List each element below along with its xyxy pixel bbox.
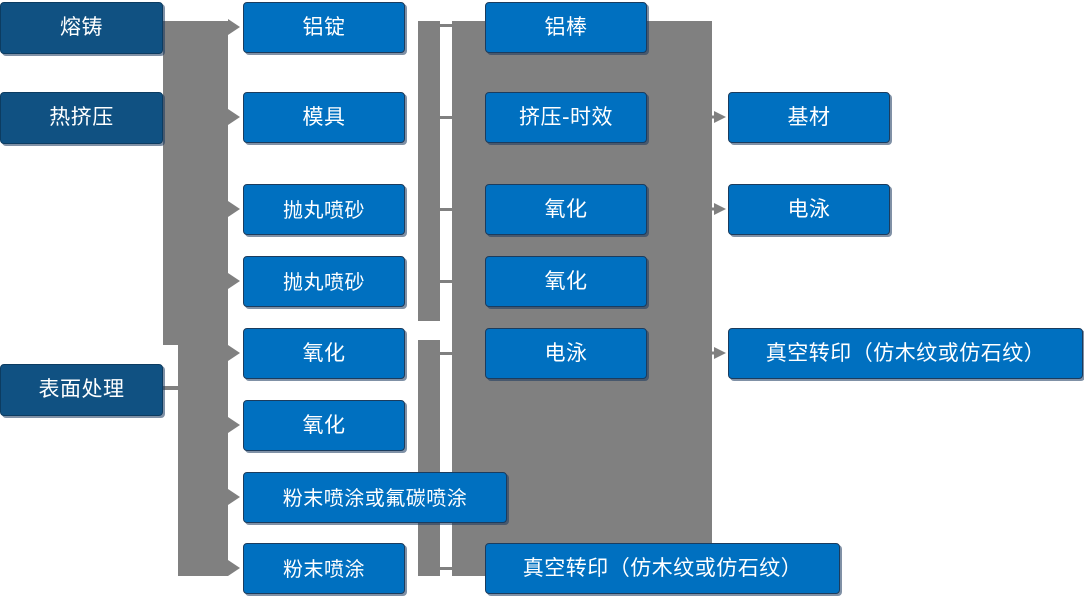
process-node-aluminum-bar[interactable]: 铝棒 — [485, 2, 647, 53]
output-arrow-group — [712, 111, 726, 359]
mid-tie-3 — [440, 208, 452, 211]
arrow-tip-p8 — [228, 560, 240, 576]
output-node-electrophoresis[interactable]: 电泳 — [728, 184, 890, 235]
mid-tie-1 — [440, 24, 452, 27]
mid-rail-lower — [418, 340, 440, 576]
process-node-powder-or-fluorocarbon-spray[interactable]: 粉末喷涂或氟碳喷涂 — [243, 472, 507, 523]
mid-tie-4 — [440, 280, 452, 283]
out-arrow-2 — [714, 203, 726, 215]
arrow-tip-p1 — [228, 19, 240, 35]
arrow-tip-p4 — [228, 273, 240, 289]
mid-rail-upper — [418, 21, 440, 321]
stage-node-melting[interactable]: 熔铸 — [0, 2, 163, 54]
arrow-tip-p3 — [228, 201, 240, 217]
process-node-shot-blasting-1[interactable]: 抛丸喷砂 — [243, 184, 405, 235]
process-node-extrusion-aging[interactable]: 挤压-时效 — [485, 92, 647, 143]
output-node-vacuum-transfer[interactable]: 真空转印（仿木纹或仿石纹） — [728, 328, 1083, 379]
mid-tie-6 — [440, 567, 452, 570]
mid-tie-5 — [440, 352, 452, 355]
stage-node-surface-treatment[interactable]: 表面处理 — [0, 364, 163, 416]
process-node-oxidation-1[interactable]: 氧化 — [243, 328, 405, 379]
out-arrow-1 — [714, 111, 726, 123]
process-node-mold[interactable]: 模具 — [243, 92, 405, 143]
arrow-tip-p2 — [228, 109, 240, 125]
process-node-vacuum-transfer-1[interactable]: 真空转印（仿木纹或仿石纹） — [485, 543, 840, 594]
process-node-oxidation-3[interactable]: 氧化 — [485, 184, 647, 235]
process-node-aluminum-ingot[interactable]: 铝锭 — [243, 2, 405, 53]
arrow-tip-p7 — [228, 489, 240, 505]
process-node-electrophoresis-1[interactable]: 电泳 — [485, 328, 647, 379]
out-arrow-3 — [714, 347, 726, 359]
left-bracket-elbow — [163, 386, 179, 390]
left-bracket-group — [163, 19, 240, 576]
stage-node-hot-extrusion[interactable]: 热挤压 — [0, 92, 163, 144]
process-node-oxidation-4[interactable]: 氧化 — [485, 256, 647, 307]
arrow-tip-p5 — [228, 345, 240, 361]
output-node-base-material[interactable]: 基材 — [728, 92, 890, 143]
process-node-shot-blasting-2[interactable]: 抛丸喷砂 — [243, 256, 405, 307]
arrow-tip-p6 — [228, 417, 240, 433]
process-node-oxidation-2[interactable]: 氧化 — [243, 400, 405, 451]
process-node-powder-spray[interactable]: 粉末喷涂 — [243, 543, 405, 594]
left-bracket-body — [163, 21, 228, 576]
mid-tie-2 — [440, 116, 452, 119]
